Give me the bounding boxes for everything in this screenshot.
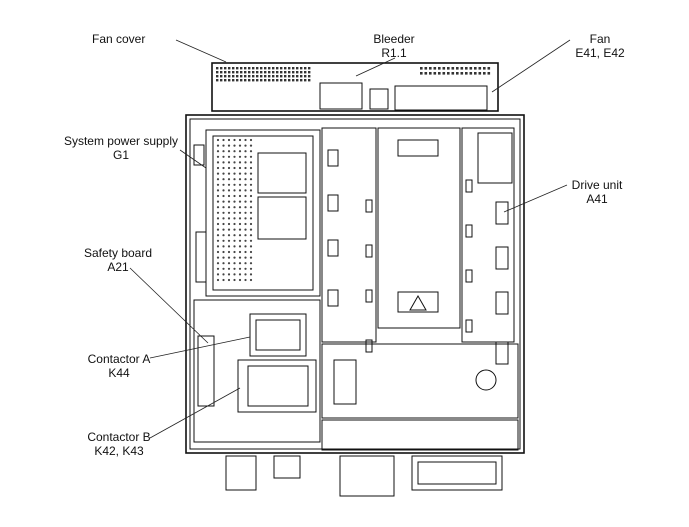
system-power-supply-name: System power supply xyxy=(63,134,179,148)
contactor-a-label: Contactor A K44 xyxy=(84,352,154,380)
bleeder-name: Bleeder xyxy=(373,32,415,46)
drive-unit-name: Drive unit xyxy=(571,178,623,192)
system-power-supply-label: System power supply G1 xyxy=(58,134,184,162)
fan-label: Fan E41, E42 xyxy=(572,32,628,60)
contactor-a-id: K44 xyxy=(108,366,130,380)
drive-unit-label: Drive unit A41 xyxy=(568,178,626,206)
lower-right-area xyxy=(321,343,519,451)
system-power-supply-part xyxy=(193,129,321,297)
bleeder-id: R1.1 xyxy=(381,46,407,60)
contactor-a-name: Contactor A xyxy=(87,352,151,366)
leader-lines xyxy=(129,39,571,439)
fan-name: Fan xyxy=(589,32,611,46)
safety-board-label: Safety board A21 xyxy=(82,246,154,274)
safety-board-id: A21 xyxy=(107,260,129,274)
contactor-b-label: Contactor B K42, K43 xyxy=(84,430,154,458)
bleeder-label: Bleeder R1.1 xyxy=(368,32,420,60)
safety-board-name: Safety board xyxy=(83,246,153,260)
fan-id: E41, E42 xyxy=(575,46,625,60)
fan-cover-part xyxy=(211,62,499,112)
fan-cover-label: Fan cover xyxy=(92,32,146,46)
contactor-b-id: K42, K43 xyxy=(94,444,144,458)
system-power-supply-id: G1 xyxy=(112,148,129,162)
contactor-b-name: Contactor B xyxy=(87,430,151,444)
drive-modules xyxy=(321,127,515,365)
cabinet-body xyxy=(185,114,525,454)
drive-unit-id: A41 xyxy=(586,192,608,206)
bottom-connectors xyxy=(225,455,503,497)
lower-left-area xyxy=(193,299,321,443)
